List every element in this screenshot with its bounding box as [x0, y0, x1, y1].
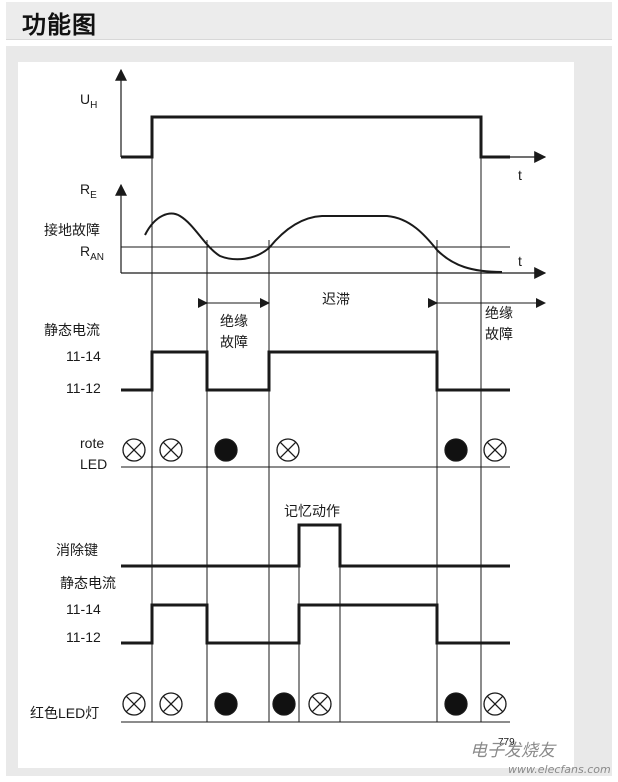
reset-key-label: 消除键 [56, 542, 98, 558]
contact-signal-2 [121, 603, 510, 645]
reset-key-signal [121, 523, 510, 568]
insulation-fault-label-2b: 故障 [485, 326, 513, 342]
led-row-1: rote LED [80, 435, 510, 472]
ground-fault-label: 接地故障 [44, 222, 100, 238]
memory-action-label: 记忆动作 [284, 503, 340, 519]
time-markers [151, 117, 482, 722]
led-off-cross [125, 695, 143, 713]
contact-row-2: 静态电流 11-14 11-12 [60, 575, 510, 645]
ran-label: RAN [80, 243, 104, 263]
quiescent-current-label-2: 静态电流 [60, 575, 116, 591]
re-t-label: t [518, 253, 522, 269]
re-curve [144, 212, 503, 273]
contact-signal-1 [121, 350, 510, 392]
led-off-cross [162, 441, 180, 459]
contact-1112-label-1: 11-12 [66, 380, 101, 396]
reset-key-row: 记忆动作 消除键 [56, 503, 510, 568]
led-on-indicator [214, 692, 238, 716]
led-on-indicator [444, 438, 468, 462]
uh-signal [121, 115, 510, 159]
led-off-cross [486, 695, 504, 713]
red-led-lamp-label: 红色LED灯 [30, 705, 99, 721]
insulation-fault-label-1a: 绝缘 [220, 313, 248, 329]
led-off-cross [125, 441, 143, 459]
led-on-indicator [214, 438, 238, 462]
watermark-url: www.elecfans.com [508, 763, 611, 776]
led-off-cross [162, 695, 180, 713]
page-title: 功能图 [22, 11, 97, 39]
uh-t-label: t [518, 167, 522, 183]
re-row: RE 接地故障 RAN t [44, 181, 547, 279]
led-off-cross [486, 441, 504, 459]
insulation-fault-label-2a: 绝缘 [485, 305, 513, 321]
quiescent-current-label-1: 静态电流 [44, 322, 100, 338]
contact-row-1: 静态电流 11-14 11-12 [44, 322, 510, 396]
contact-1114-label-2: 11-14 [66, 601, 101, 617]
figure-code: 779 [498, 737, 515, 748]
fault-annotations: 绝缘 故障 迟滞 绝缘 故障 [198, 291, 546, 350]
hysteresis-label: 迟滞 [322, 291, 350, 307]
led-off-cross [279, 441, 297, 459]
uh-label: UH [80, 91, 97, 111]
rote-label: rote [80, 435, 104, 451]
contact-1114-label-1: 11-14 [66, 348, 101, 364]
contact-1112-label-2: 11-12 [66, 629, 101, 645]
header-bar: 功能图 [6, 2, 612, 40]
insulation-fault-label-1b: 故障 [220, 334, 248, 350]
led-row-2: 红色LED灯 [30, 692, 510, 723]
re-label: RE [80, 181, 97, 201]
led-label: LED [80, 456, 107, 472]
led-on-indicator [272, 692, 296, 716]
led-on-indicator [444, 692, 468, 716]
watermark-logo: 电子发烧友 [470, 741, 557, 761]
uh-row: UH t [80, 68, 547, 183]
led-off-cross [311, 695, 329, 713]
